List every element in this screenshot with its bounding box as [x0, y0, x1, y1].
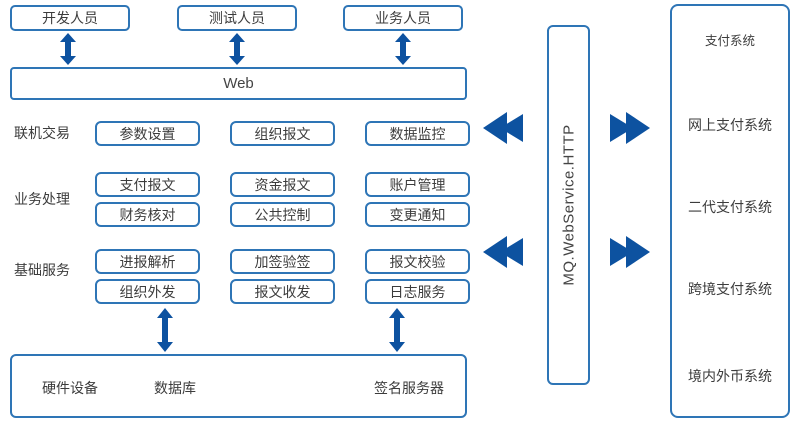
- actor-box-business: 业务人员: [343, 5, 463, 31]
- middleware-box: MQ.WebService.HTTP: [547, 25, 590, 385]
- module-label: 资金报文: [254, 176, 311, 193]
- module-label: 报文校验: [389, 253, 446, 270]
- module-box: 公共控制: [230, 202, 335, 227]
- middleware-label: MQ.WebService.HTTP: [560, 124, 577, 286]
- double-arrow-vertical-icon: [60, 33, 76, 65]
- module-box: 组织外发: [95, 279, 200, 304]
- module-box: 支付报文: [95, 172, 200, 197]
- row-label-basic-services: 基础服务: [14, 262, 70, 278]
- module-label: 组织报文: [254, 125, 311, 142]
- double-chevron-left-icon: [483, 112, 523, 144]
- module-label: 账户管理: [389, 176, 446, 193]
- actor-label: 开发人员: [42, 10, 98, 26]
- hardware-box: 硬件设备 数据库 签名服务器: [10, 354, 467, 418]
- module-label: 参数设置: [119, 125, 176, 142]
- row-label-business-processing: 业务处理: [14, 191, 70, 207]
- module-label: 公共控制: [254, 206, 311, 223]
- hardware-item-signature-server: 签名服务器: [374, 380, 444, 396]
- module-label: 报文收发: [254, 283, 311, 300]
- module-box: 报文收发: [230, 279, 335, 304]
- module-box: 变更通知: [365, 202, 470, 227]
- module-box: 财务核对: [95, 202, 200, 227]
- hardware-item-database: 数据库: [154, 380, 196, 396]
- module-box: 加签验签: [230, 249, 335, 274]
- module-label: 数据监控: [389, 125, 446, 142]
- hardware-label: 硬件设备: [42, 380, 98, 396]
- payment-system-item: 二代支付系统: [688, 199, 772, 215]
- actor-label: 业务人员: [375, 10, 431, 26]
- module-box: 资金报文: [230, 172, 335, 197]
- module-box: 账户管理: [365, 172, 470, 197]
- double-chevron-right-icon: [610, 236, 650, 268]
- module-label: 日志服务: [389, 283, 446, 300]
- double-chevron-right-icon: [610, 112, 650, 144]
- module-label: 财务核对: [119, 206, 176, 223]
- module-label: 进报解析: [119, 253, 176, 270]
- module-box: 组织报文: [230, 121, 335, 146]
- row-label-online-transaction: 联机交易: [14, 125, 70, 141]
- payment-system-item: 跨境支付系统: [688, 281, 772, 297]
- web-label: Web: [223, 75, 254, 92]
- double-arrow-vertical-icon: [229, 33, 245, 65]
- actor-box-developers: 开发人员: [10, 5, 130, 31]
- module-label: 加签验签: [254, 253, 311, 270]
- actor-label: 测试人员: [209, 10, 265, 26]
- double-arrow-vertical-icon: [395, 33, 411, 65]
- module-box: 参数设置: [95, 121, 200, 146]
- double-arrow-vertical-icon: [157, 308, 173, 352]
- module-label: 变更通知: [389, 206, 446, 223]
- actor-box-testers: 测试人员: [177, 5, 297, 31]
- module-label: 支付报文: [119, 176, 176, 193]
- payment-system-item: 网上支付系统: [688, 117, 772, 133]
- double-chevron-left-icon: [483, 236, 523, 268]
- module-box: 日志服务: [365, 279, 470, 304]
- module-box: 报文校验: [365, 249, 470, 274]
- payment-system-item: 境内外币系统: [688, 368, 772, 384]
- payment-systems-panel: 支付系统 网上支付系统 二代支付系统 跨境支付系统 境内外币系统: [670, 4, 790, 418]
- web-layer-box: Web: [10, 67, 467, 100]
- module-box: 进报解析: [95, 249, 200, 274]
- module-box: 数据监控: [365, 121, 470, 146]
- payment-panel-title: 支付系统: [704, 34, 755, 48]
- double-arrow-vertical-icon: [389, 308, 405, 352]
- module-label: 组织外发: [119, 283, 176, 300]
